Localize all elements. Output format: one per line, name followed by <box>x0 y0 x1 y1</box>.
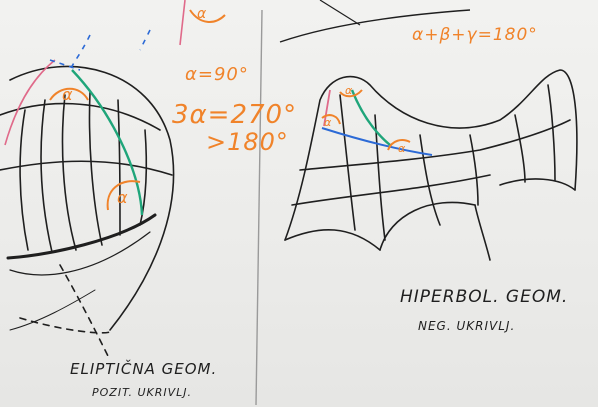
sphere-side-angle-arc <box>106 180 141 211</box>
top-blue-dashes <box>69 29 151 71</box>
sphere-meridian-2 <box>40 99 53 253</box>
elliptic-title: ELIPTIČNA GEOM. <box>70 359 217 378</box>
hyperbolic-subtitle: NEG. UKRIVLJ. <box>418 319 515 333</box>
saddle-grid-col-5 <box>514 114 526 183</box>
sphere-angle-marks <box>49 9 226 211</box>
saddle-right-lip <box>499 178 576 191</box>
sphere-lower-dashed <box>59 264 111 361</box>
top-alpha: α <box>197 6 207 22</box>
sphere-alpha-side: α <box>117 188 129 207</box>
saddle-outline-top <box>284 69 578 241</box>
saddle-grid-col-1 <box>339 94 356 231</box>
saddle-grid-col-6 <box>547 84 556 181</box>
saddle-grid-row-1 <box>299 119 571 171</box>
saddle-left-angle-arc <box>321 114 341 125</box>
saddle-alpha-top: α <box>345 84 353 97</box>
saddle-alpha-left: α <box>324 116 332 129</box>
saddle-top-angle-arc <box>339 89 363 98</box>
hyperbolic-title: HIPERBOL. GEOM. <box>400 287 568 307</box>
saddle-drawing <box>284 69 578 261</box>
board-divider-line <box>255 9 263 406</box>
saddle-right-leg <box>474 204 491 261</box>
saddle-front-arch <box>379 201 476 251</box>
top-angle-arc <box>189 9 226 23</box>
alpha-90-equation: α=90° <box>185 64 249 85</box>
sphere-meridian-4 <box>88 91 103 246</box>
saddle-grid-col-2 <box>374 114 386 241</box>
elliptic-subtitle: POZIT. UKRIVLJ. <box>92 386 192 399</box>
saddle-alpha-right: α <box>398 142 406 155</box>
sphere-pink-geodesic <box>4 59 56 146</box>
sphere-meridian-6 <box>139 129 148 226</box>
saddle-green-geodesic <box>350 89 391 146</box>
saddle-grid-col-3 <box>419 134 441 226</box>
photo-border <box>598 0 607 407</box>
angle-sum-equation: α+β+γ=180° <box>412 25 538 45</box>
sphere-meridian-3 <box>61 94 77 251</box>
saddle-angle-marks <box>321 89 411 151</box>
sphere-meridian-5 <box>117 99 121 236</box>
sphere-top-angle-arc <box>49 87 89 101</box>
saddle-left-foot <box>284 228 381 251</box>
saddle-blue-geodesic <box>321 127 433 156</box>
sphere-latitude-2 <box>0 160 173 176</box>
sphere-equator <box>6 213 157 260</box>
saddle-pink-geodesic <box>323 89 331 127</box>
top-corner-line <box>319 0 361 26</box>
triple-alpha-equation: 3α=270° <box>172 100 297 130</box>
sphere-latitude-1 <box>0 102 161 131</box>
saddle-grid-col-4 <box>469 134 479 206</box>
saddle-grid-row-2 <box>291 174 491 206</box>
saddle-right-angle-arc <box>387 139 411 151</box>
top-pink-line <box>179 0 186 46</box>
sphere-meridian-1 <box>19 109 29 251</box>
sphere-blue-dashed <box>49 59 81 71</box>
sphere-bottom-dashed <box>19 317 111 334</box>
sphere-shading <box>9 289 96 331</box>
sphere-equator-shadow <box>9 231 151 276</box>
sphere-drawing <box>0 65 175 361</box>
top-saddle-edge <box>279 9 471 43</box>
sphere-green-geodesic <box>71 69 144 216</box>
sphere-alpha-top: α <box>62 85 74 104</box>
greater-180-note: >180° <box>206 128 289 156</box>
